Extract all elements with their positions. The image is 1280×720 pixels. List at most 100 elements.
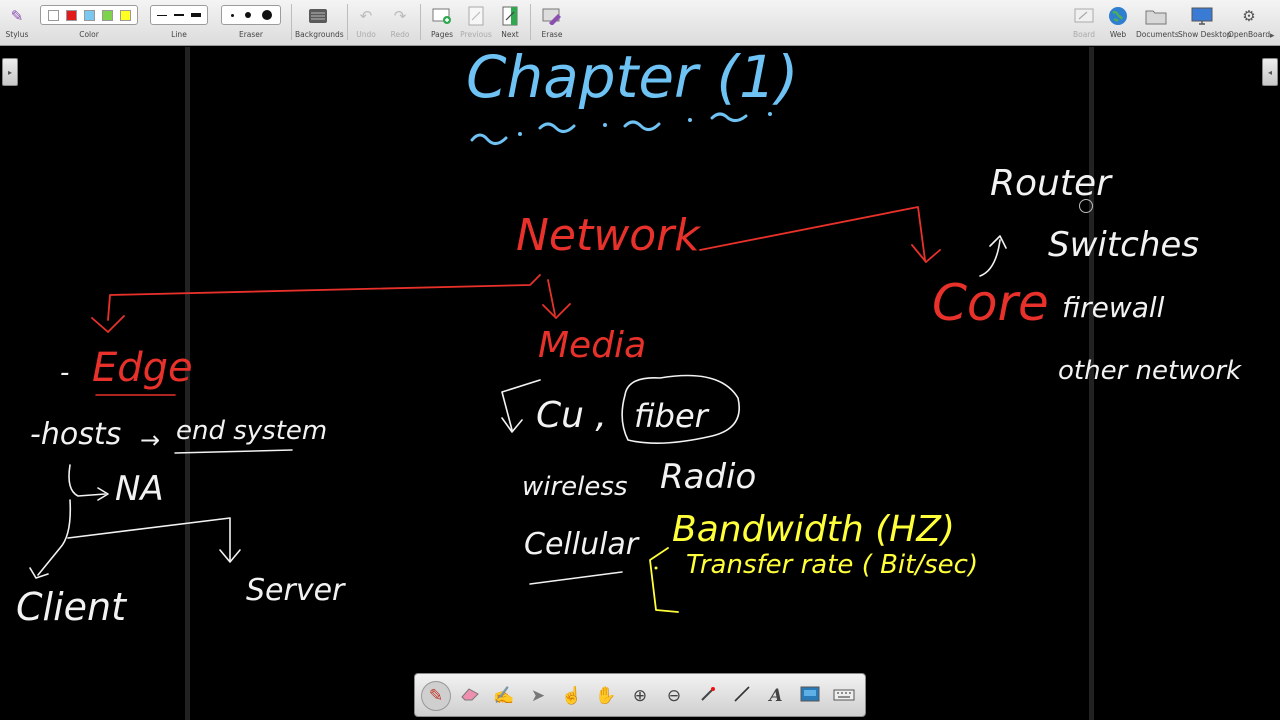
cursor-crosshair-icon: [1079, 199, 1093, 213]
erase-board-icon: [540, 4, 564, 28]
line-thin-option[interactable]: [157, 14, 168, 16]
zoom-in-tool-button[interactable]: ⊕: [625, 681, 655, 711]
router-label: Router: [990, 163, 1111, 204]
openboard-menu-button[interactable]: ⚙ OpenBoard: [1228, 0, 1270, 46]
client-label: Client: [16, 585, 127, 629]
firewall-label: firewall: [1062, 291, 1165, 324]
edge-label: Edge: [92, 345, 193, 391]
stylus-button[interactable]: ✎ Stylus: [2, 0, 32, 46]
board-title: Chapter (1): [466, 43, 799, 111]
eraser-tool-button[interactable]: [455, 681, 485, 711]
eraser-icon: [460, 686, 480, 706]
whiteboard-canvas[interactable]: [0, 47, 1280, 720]
pointer-icon: ➤: [530, 686, 546, 705]
copper-label: Cu ,: [536, 395, 607, 436]
redo-icon: ↷: [393, 8, 407, 25]
undo-icon: ↶: [359, 8, 373, 25]
previous-page-button[interactable]: Previous: [460, 0, 492, 46]
wireless-label: wireless: [522, 472, 628, 502]
line-tool-button[interactable]: [727, 681, 757, 711]
toolbar-separator: [347, 4, 348, 40]
eraser-medium-option[interactable]: [244, 12, 251, 18]
backgrounds-icon: [306, 4, 330, 28]
zoom-out-tool-button[interactable]: ⊖: [659, 681, 689, 711]
hand-tool-button[interactable]: ✋: [591, 681, 621, 711]
zoom-out-icon: ⊖: [666, 686, 682, 705]
fiber-label: fiber: [634, 397, 708, 435]
right-panel-toggle[interactable]: ◂: [1262, 58, 1278, 86]
line-icon: [733, 685, 751, 708]
stylus-icon: ✎: [10, 8, 24, 25]
core-label: Core: [932, 274, 1049, 332]
interact-tool-button[interactable]: ☝: [557, 681, 587, 711]
transfer-rate-label: Transfer rate ( Bit/sec): [686, 550, 979, 580]
eraser-small-option[interactable]: [230, 13, 234, 17]
redo-button[interactable]: ↷ Redo: [386, 0, 414, 46]
web-mode-button[interactable]: Web: [1104, 0, 1132, 46]
network-label: Network: [516, 210, 700, 261]
zoom-in-icon: ⊕: [632, 686, 648, 705]
folder-icon: [1144, 4, 1168, 28]
capture-tool-button[interactable]: [795, 681, 825, 711]
show-desktop-button[interactable]: Show Desktop: [1178, 0, 1232, 46]
other-network-label: other network: [1058, 356, 1242, 386]
toolbar-separator: [291, 4, 292, 40]
page-margin-right: [1089, 47, 1094, 720]
keyboard-icon: [833, 686, 855, 706]
toolbar-separator: [530, 4, 531, 40]
tool-palette: ✎ ✍ ➤ ☝ ✋ ⊕ ⊖ A: [414, 673, 866, 717]
highlighter-tool-button[interactable]: ✍: [489, 681, 519, 711]
na-label: NA: [115, 469, 164, 509]
gear-icon: ⚙: [1242, 8, 1256, 25]
switches-label: Switches: [1048, 225, 1200, 265]
eraser-large-option[interactable]: [261, 10, 272, 20]
pen-icon: ✎: [428, 686, 444, 705]
erase-button[interactable]: Erase: [537, 0, 567, 46]
color-green-swatch[interactable]: [101, 9, 113, 21]
backgrounds-button[interactable]: Backgrounds: [295, 0, 344, 46]
line-width-selector: Line: [150, 0, 208, 46]
add-page-icon: [430, 4, 454, 28]
hand-icon: ✋: [595, 686, 617, 705]
board-mode-button[interactable]: Board: [1070, 0, 1098, 46]
page-margin-left: [185, 47, 190, 720]
color-red-swatch[interactable]: [65, 9, 77, 21]
eraser-size-selector: Eraser: [221, 0, 281, 46]
toolbar-separator: [420, 4, 421, 40]
radio-label: Radio: [660, 457, 757, 497]
documents-mode-button[interactable]: Documents: [1136, 0, 1179, 46]
next-page-icon: [498, 4, 522, 28]
virtual-keyboard-button[interactable]: [829, 681, 859, 711]
bandwidth-label: Bandwidth (HZ): [672, 509, 955, 550]
main-toolbar: ✎ Stylus Color Line Eraser: [0, 0, 1280, 46]
end-system-label: end system: [176, 416, 328, 446]
previous-page-icon: [464, 4, 488, 28]
edge-dash: -: [60, 358, 70, 388]
selector-tool-button[interactable]: ➤: [523, 681, 553, 711]
undo-button[interactable]: ↶ Undo: [352, 0, 380, 46]
hosts-label: -hosts: [30, 417, 122, 452]
menu-more-icon[interactable]: ▸: [1270, 30, 1275, 40]
globe-icon: [1106, 4, 1130, 28]
color-yellow-swatch[interactable]: [119, 9, 131, 21]
pen-tool-button[interactable]: ✎: [421, 681, 451, 711]
color-white-swatch[interactable]: [47, 9, 59, 21]
pages-button[interactable]: Pages: [427, 0, 457, 46]
laser-icon: [699, 685, 717, 708]
text-icon: A: [769, 686, 783, 706]
left-panel-toggle[interactable]: ▸: [2, 58, 18, 86]
color-selector: Color: [40, 0, 138, 46]
cellular-label: Cellular: [524, 527, 639, 562]
line-thick-option[interactable]: [190, 13, 201, 17]
color-blue-swatch[interactable]: [83, 9, 95, 21]
server-label: Server: [246, 573, 345, 608]
line-medium-option[interactable]: [173, 14, 184, 16]
text-tool-button[interactable]: A: [761, 681, 791, 711]
board-icon: [1072, 4, 1096, 28]
interact-icon: ☝: [561, 686, 583, 705]
next-page-button[interactable]: Next: [496, 0, 524, 46]
highlighter-icon: ✍: [493, 686, 515, 705]
laser-pointer-tool-button[interactable]: [693, 681, 723, 711]
desktop-icon: [1190, 4, 1214, 28]
